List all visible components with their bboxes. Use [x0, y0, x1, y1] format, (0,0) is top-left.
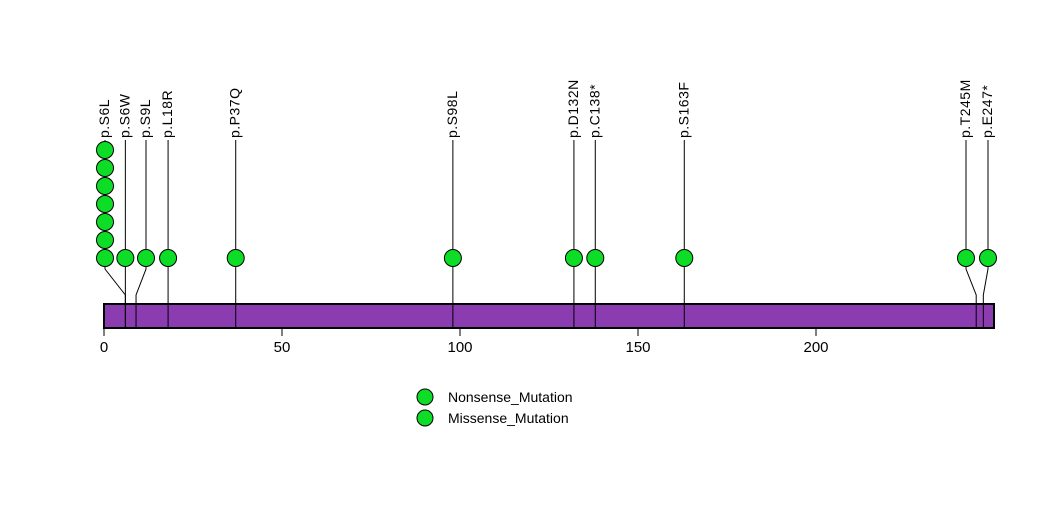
- mutation-marker: [586, 249, 605, 267]
- mutation-label: p.S9L: [137, 99, 153, 138]
- mutation-marker: [675, 249, 694, 267]
- mutation-label: p.S6W: [116, 93, 132, 138]
- x-axis-tick-label: 100: [447, 339, 472, 356]
- mutation-marker: [159, 249, 178, 267]
- mutation-marker: [979, 249, 997, 267]
- mutation-label: p.L18R: [159, 90, 175, 138]
- x-axis-tick-label: 150: [625, 339, 650, 356]
- mutation-label: p.P37Q: [227, 88, 243, 138]
- mutation-marker: [957, 249, 975, 267]
- mutation-label: p.S98L: [444, 91, 460, 138]
- protein-backbone: [103, 303, 995, 329]
- mutation-label: p.T245M: [957, 79, 973, 138]
- mutation-label: p.C138*: [586, 84, 602, 138]
- legend-label: Nonsense_Mutation: [448, 389, 573, 405]
- x-axis-tick-label: 50: [274, 339, 291, 356]
- mutation-marker: [96, 249, 114, 267]
- mutation-label: p.D132N: [565, 79, 581, 138]
- mutation-marker: [443, 249, 462, 267]
- mutation-marker: [96, 159, 114, 177]
- lollipop-stem: [965, 140, 977, 328]
- mutation-label: p.E247*: [979, 85, 995, 138]
- x-axis-tick-label: 200: [803, 339, 828, 356]
- mutation-marker: [564, 249, 583, 267]
- mutation-marker: [96, 177, 114, 195]
- legend-marker: [416, 409, 434, 427]
- mutation-label: p.S163F: [675, 82, 691, 138]
- mutation-marker: [96, 231, 114, 249]
- x-axis-tick-label: 0: [100, 339, 108, 356]
- mutation-marker: [96, 141, 114, 159]
- lollipop-stem: [982, 140, 989, 328]
- mutation-label: p.S6L: [96, 99, 112, 138]
- mutation-marker: [96, 195, 114, 213]
- mutation-marker: [96, 213, 114, 231]
- mutation-marker: [226, 249, 245, 267]
- mutation-marker: [137, 249, 155, 267]
- legend-label: Missense_Mutation: [448, 410, 569, 426]
- mutation-marker: [116, 249, 135, 267]
- lollipop-stem: [135, 140, 147, 328]
- legend-marker: [416, 388, 434, 406]
